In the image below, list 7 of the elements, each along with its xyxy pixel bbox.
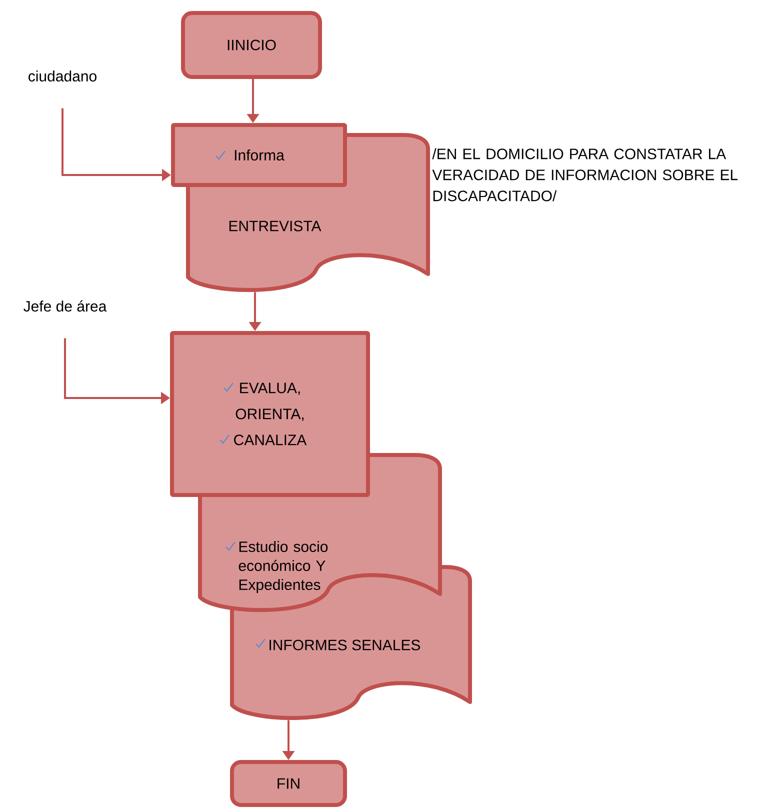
actor-label: Jefe de área <box>24 300 107 312</box>
terminal-box: IINICIO <box>181 11 322 79</box>
note-text: /EN EL DOMICILIO PARA CONSTATAR LA VERACIDAD DE INFORMACION SOBRE EL DISCAPACITADO/ <box>432 148 738 202</box>
process-box: Informa <box>171 123 347 187</box>
terminal-box: FIN <box>230 760 347 807</box>
process-box: EVALUA, ORIENTA, CANALIZA <box>170 331 370 497</box>
actor-label: ciudadano <box>28 70 96 82</box>
